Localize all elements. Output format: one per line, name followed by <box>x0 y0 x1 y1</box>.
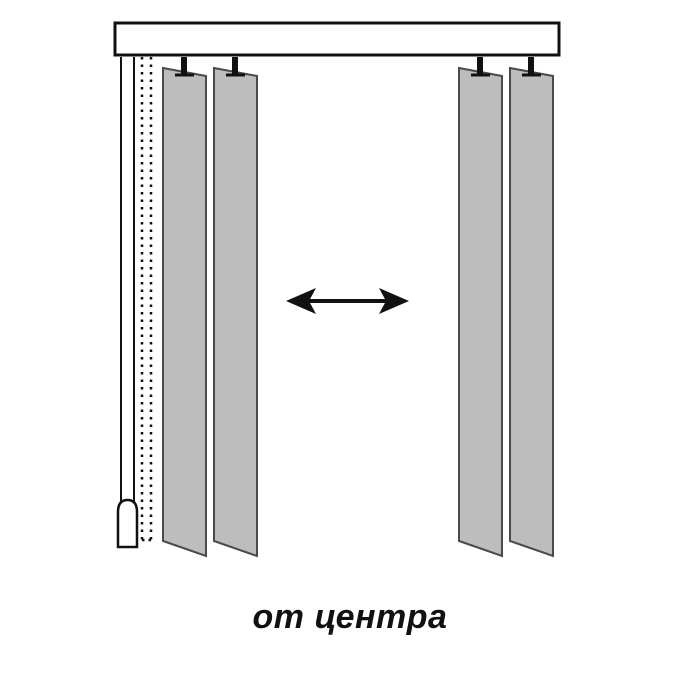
hanger-right-2 <box>528 57 534 76</box>
cord-weight <box>116 498 139 549</box>
right-slat-group <box>458 66 554 558</box>
slat-left-2 <box>213 66 258 558</box>
caption-opening-direction: от центра <box>252 598 448 636</box>
hanger-right-1 <box>477 57 483 76</box>
hanger-left-1 <box>181 57 187 76</box>
hanger-left-2 <box>232 57 238 76</box>
left-slat-group <box>162 66 258 558</box>
slat-right-2 <box>509 66 554 558</box>
slat-hangers <box>175 57 541 77</box>
slat-right-1 <box>458 66 503 558</box>
slat-left-1 <box>162 66 207 558</box>
headrail <box>113 21 561 57</box>
double-headed-arrow-icon <box>286 288 409 314</box>
